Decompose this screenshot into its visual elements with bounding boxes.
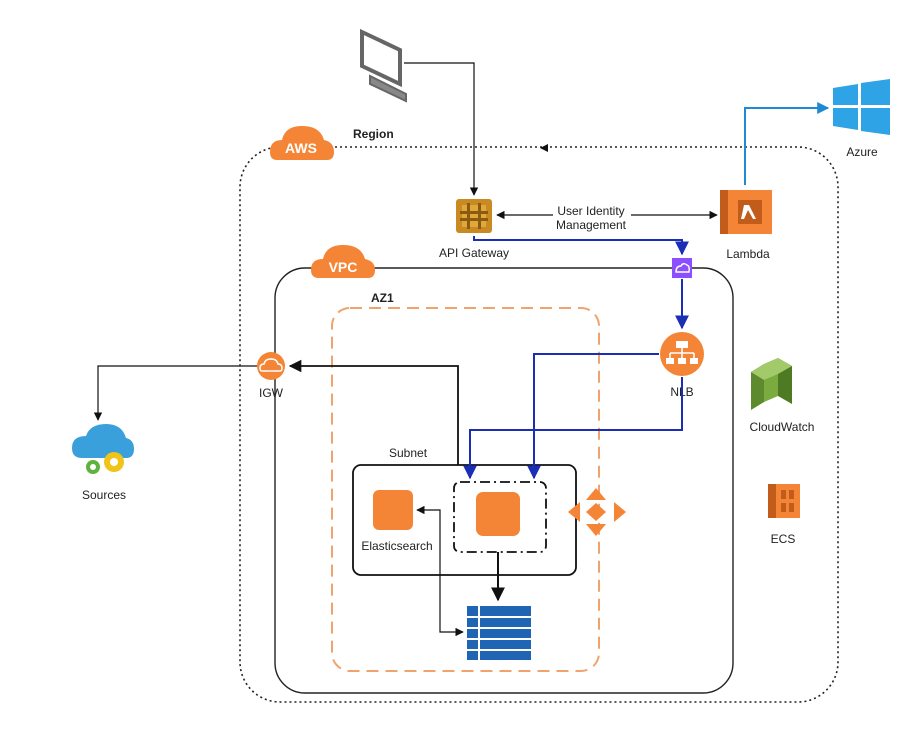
sources-label: Sources [82, 488, 126, 502]
lambda-icon [720, 190, 772, 234]
cloudwatch-icon [751, 358, 792, 410]
internet-gateway-icon [257, 352, 285, 380]
api-gateway-label: API Gateway [439, 246, 509, 260]
computer-to-api-arrow [404, 62, 479, 196]
windows-logo-icon [833, 79, 890, 135]
api-to-endpoint-arrow [473, 236, 689, 256]
aws-cloud-icon: AWS [270, 126, 334, 160]
aws-badge-label: AWS [285, 140, 317, 156]
nlb-to-instance-arrow-1 [527, 353, 659, 480]
vpc-endpoint-icon [672, 258, 692, 278]
nlb-to-instance-arrow-2 [463, 377, 683, 480]
desktop-computer-icon [360, 28, 407, 103]
subnet-box [352, 464, 577, 576]
ecs-label: ECS [771, 532, 796, 546]
region-boundary [239, 146, 839, 703]
ec2-instance-icon [373, 490, 413, 530]
user-identity-label: User Identity [557, 204, 624, 218]
azure-label: Azure [846, 145, 878, 159]
cloudwatch-label: CloudWatch [750, 420, 815, 434]
load-balancer-icon [660, 332, 704, 376]
db-to-elasticsearch-arrow [416, 505, 464, 637]
vpc-badge-label: VPC [329, 259, 358, 275]
lambda-to-azure-arrow [744, 102, 830, 185]
ecs-icon [768, 484, 800, 518]
cloud-gears-icon [72, 424, 134, 474]
elasticsearch-label: Elasticsearch [361, 539, 432, 553]
az-label: AZ1 [371, 291, 394, 305]
igw-label: IGW [259, 386, 284, 400]
region-flow-arrowhead [540, 144, 548, 152]
subnet-label: Subnet [389, 446, 428, 460]
region-label: Region [353, 127, 394, 141]
subnet-to-igw-arrow [288, 359, 459, 465]
auto-scaling-icon [568, 488, 626, 536]
management-label: Management [556, 218, 627, 232]
database-table-icon [467, 606, 531, 660]
igw-to-sources-arrow [93, 365, 257, 421]
api-gateway-icon [456, 199, 492, 233]
identity-label-bg [553, 203, 631, 231]
az-boundary [331, 307, 600, 672]
vpc-boundary [274, 267, 734, 694]
lambda-label: Lambda [726, 247, 770, 261]
ec2-instance-icon [476, 492, 520, 536]
vpc-cloud-icon: VPC [311, 245, 375, 278]
